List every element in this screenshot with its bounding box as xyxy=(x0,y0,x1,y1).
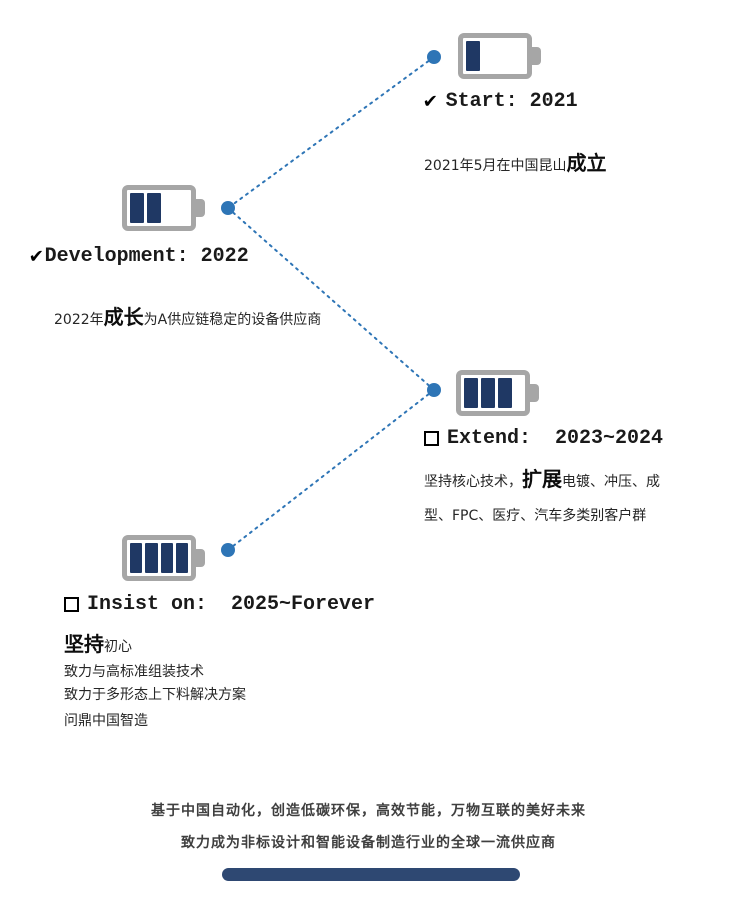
milestone-development-title-text: Development: 2022 xyxy=(44,244,249,268)
battery-icon-1-bar xyxy=(458,33,532,79)
milestone-development-desc-tail: 为A供应链稳定的设备供应商 xyxy=(143,312,322,328)
milestone-insist-title-text: Insist on: 2025~Forever xyxy=(87,593,376,616)
milestone-development-title: ✔ Development: 2022 xyxy=(30,243,249,270)
milestone-insist-desc-tail: 初心 xyxy=(104,639,132,655)
milestone-insist-title: Insist on: 2025~Forever xyxy=(64,593,375,616)
checkmark-icon: ✔ xyxy=(424,91,437,114)
milestone-start-desc-highlight: 成立 xyxy=(566,151,607,175)
footer-slogan-line1: 基于中国自动化，创造低碳环保，高效节能，万物互联的美好未来 xyxy=(151,803,586,819)
timeline-dot-1 xyxy=(427,50,441,64)
checkmark-icon: ✔ xyxy=(30,246,43,269)
battery-icon-3-bars xyxy=(456,370,530,416)
timeline-dot-4 xyxy=(221,543,235,557)
milestone-start-title: ✔ Start: 2021 xyxy=(424,88,578,115)
detail-line: 问鼎中国智造 xyxy=(64,713,148,729)
milestone-extend-title: Extend: 2023~2024 xyxy=(424,427,663,450)
detail-line: 致力与高标准组装技术 xyxy=(64,664,204,680)
milestone-extend-title-text: Extend: 2023~2024 xyxy=(447,427,664,450)
milestone-development-desc-text: 2022年 xyxy=(54,312,104,328)
milestone-extend-desc-highlight: 扩展 xyxy=(522,467,562,491)
detail-line: 致力于多形态上下料解决方案 xyxy=(64,687,246,703)
milestone-development-desc-highlight: 成长 xyxy=(103,305,144,329)
milestone-insist-desc-highlight: 坚持 xyxy=(64,632,104,656)
footer-slogan-line2: 致力成为非标设计和智能设备制造行业的全球一流供应商 xyxy=(181,835,556,851)
connector-1-2 xyxy=(227,56,435,209)
timeline-dot-2 xyxy=(221,201,235,215)
battery-icon-4-bars xyxy=(122,535,196,581)
milestone-extend-desc-tail: 电镀、冲压、成型、FPC、医疗、汽车多类别客户群 xyxy=(424,474,660,524)
milestone-extend-desc-text: 坚持核心技术， xyxy=(424,474,522,490)
milestone-development-desc: 2022年成长为A供应链稳定的设备供应商 xyxy=(54,301,321,330)
checkbox-icon xyxy=(424,431,439,446)
footer-accent-bar xyxy=(222,868,520,881)
checkbox-icon xyxy=(64,597,79,612)
connector-2-3 xyxy=(227,207,435,391)
battery-icon-2-bars xyxy=(122,185,196,231)
timeline-dot-3 xyxy=(427,383,441,397)
milestone-insist-desc: 坚持初心 xyxy=(64,628,132,657)
milestone-start-desc-text: 2021年5月在中国昆山 xyxy=(424,158,567,174)
connector-3-4 xyxy=(227,389,435,551)
milestone-extend-desc: 坚持核心技术，扩展电镀、冲压、成型、FPC、医疗、汽车多类别客户群 xyxy=(424,462,662,533)
milestone-start-desc: 2021年5月在中国昆山成立 xyxy=(424,147,607,176)
milestone-insist-detail-lines: 致力与高标准组装技术 致力于多形态上下料解决方案 问鼎中国智造 xyxy=(64,661,246,733)
milestone-start-title-text: Start: 2021 xyxy=(445,89,578,113)
